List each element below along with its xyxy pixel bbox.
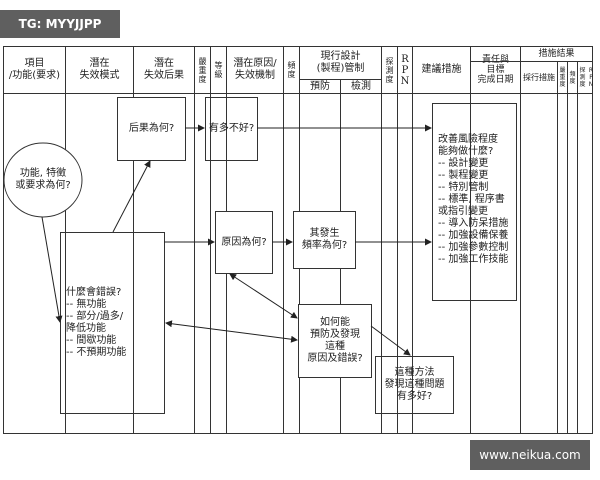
how-bad-box: 有多不好?: [208, 123, 255, 134]
prevent-detect-box: 如何能 預防及發現 這種 原因及錯誤?: [307, 317, 363, 364]
header-recommended-actions: 建議措施: [421, 64, 462, 75]
header-res-severity: 嚴 重 度: [559, 67, 566, 88]
cause-question-box: 原因為何?: [221, 236, 267, 248]
header-action-results: 措施結果: [538, 48, 575, 59]
improve-box: 改善風險程度 能夠做什麼? -- 設計變更 -- 製程變更 -- 特別管制 --…: [438, 134, 509, 265]
watermark-top-left: TG: MYYJJPP: [0, 10, 120, 38]
header-cause: 潛在原因/ 失效機制: [233, 58, 277, 81]
frequency-question-box: 其發生 頻率為何?: [301, 228, 348, 251]
header-failure-effect: 潛在 失效后果: [144, 58, 184, 81]
header-item: 項目 /功能(要求): [8, 58, 61, 81]
header-failure-mode: 潛在 失效模式: [79, 58, 120, 81]
header-current-controls: 現行設計 (製程)管制: [316, 51, 365, 74]
function-question-bubble: 功能, 特徵 或要求為何?: [15, 168, 71, 191]
header-class: 等 級: [214, 61, 223, 79]
header-occurrence: 頻 度: [287, 61, 296, 79]
watermark-bottom-right: www.neikua.com: [470, 440, 590, 470]
header-detection-rating: 探 測 度: [385, 56, 394, 84]
header-rpn: R P N: [400, 53, 410, 87]
method-quality-box: 這種方法 發現這種問題 有多好?: [384, 367, 445, 402]
what-wrong-box: 什麼會錯誤? -- 無功能 -- 部分/過多/ 降低功能 -- 間歇功能 -- …: [66, 287, 127, 358]
header-actions-taken: 採行措施: [523, 73, 555, 82]
header-severity: 嚴 重 度: [198, 56, 207, 84]
effect-question-box: 后果為何?: [128, 123, 175, 134]
table-border: [3, 46, 593, 434]
header-res-occurrence: 頻 度: [569, 70, 576, 85]
header-res-detection: 探 測 度: [579, 67, 586, 88]
header-prevention: 預防: [310, 80, 330, 92]
header-responsibility: 責任與 目標 完成日期: [477, 55, 514, 85]
header-detection: 檢測: [351, 80, 371, 92]
header-res-rpn: R P N: [588, 67, 594, 88]
